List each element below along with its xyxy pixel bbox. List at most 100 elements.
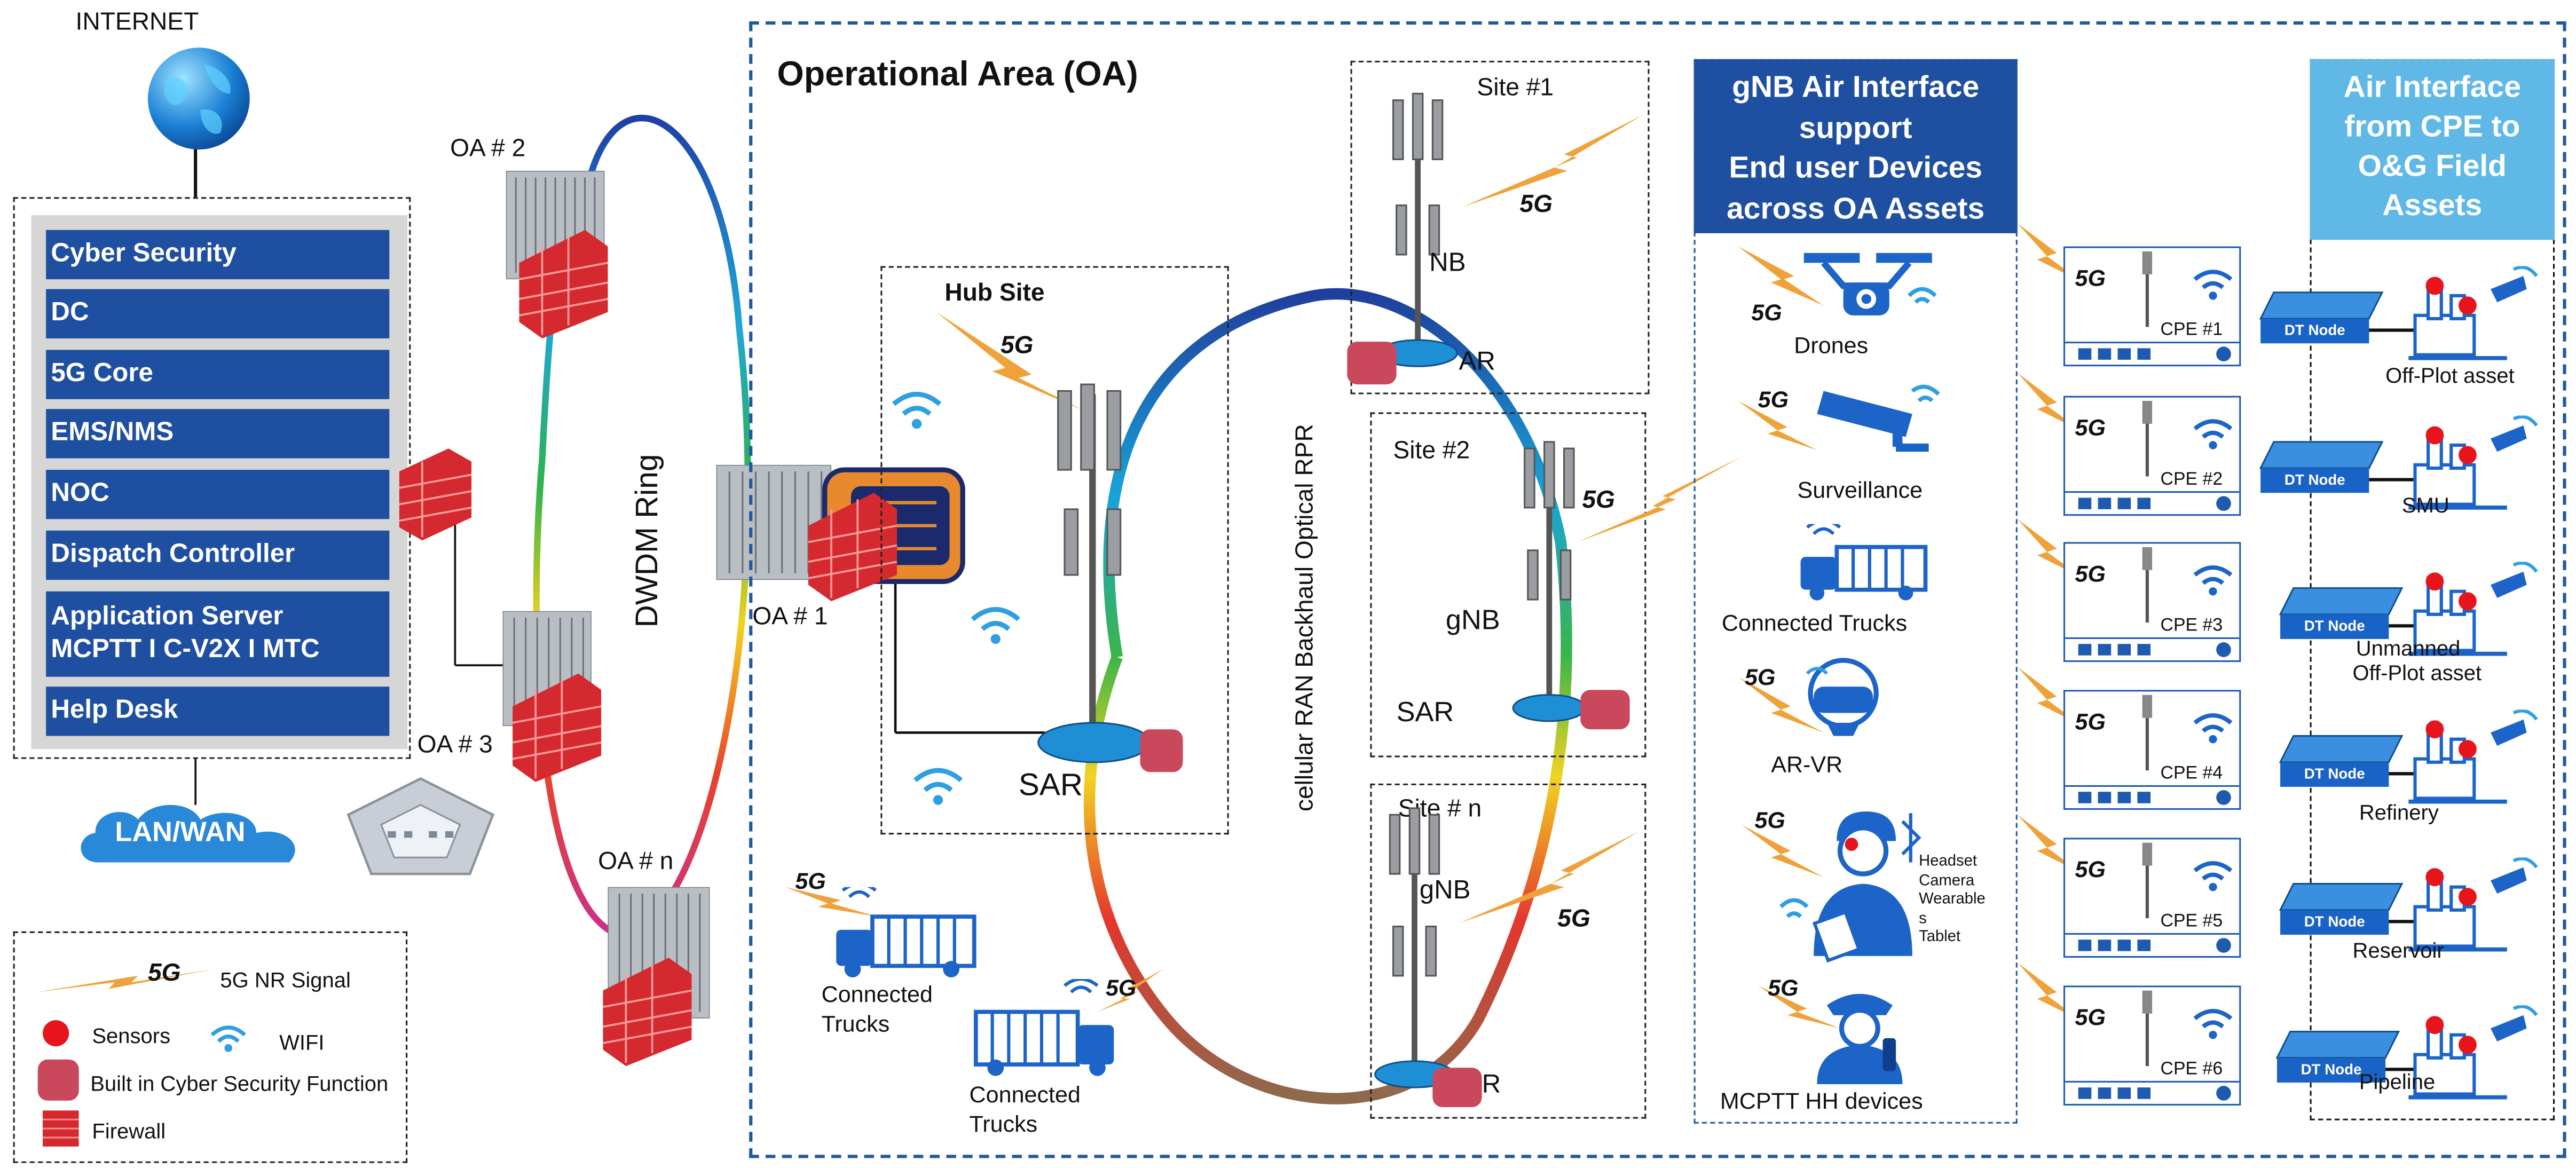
- mcptt-5g-label: 5G: [1768, 974, 1799, 1001]
- gnb-header-line4: across OA Assets: [1727, 190, 1985, 225]
- cpe-5g-label: 5G: [2075, 1004, 2106, 1030]
- cpe-divider: [2065, 637, 2240, 640]
- gnb-header-line3: End user Devices: [1729, 149, 1983, 184]
- cpe-divider: [2065, 1080, 2240, 1084]
- menu-application-server[interactable]: Application Server MCPTT I C-V2X I MTC: [46, 591, 390, 677]
- lanwan-label: LAN/WAN: [115, 816, 246, 848]
- menu-dc[interactable]: DC: [46, 289, 390, 338]
- site2-5g-label: 5G: [1582, 486, 1615, 515]
- asset-label-reservoir: Reservoir: [2352, 938, 2444, 963]
- site1-sar-label: AR: [1459, 348, 1495, 376]
- cyber-function-icon: [1347, 342, 1397, 385]
- cpe-label: CPE #4: [2160, 763, 2223, 784]
- wifi-icon: [892, 392, 942, 429]
- cpe-port: [2098, 940, 2112, 951]
- hub-sar-label: SAR: [1018, 769, 1083, 803]
- operational-area-box: [749, 21, 2566, 1158]
- legend-cyber-label: Built in Cyber Security Function: [90, 1071, 389, 1096]
- 5g-signal-icon: [1741, 824, 1824, 878]
- vr-headset-icon: [1806, 658, 1879, 736]
- dt-node-label: DT Node: [2280, 614, 2389, 640]
- asset-label-offplot: Off-Plot asset: [2385, 363, 2515, 388]
- siten-gnb-label: gNB: [1419, 877, 1471, 905]
- cpe-port: [2078, 644, 2092, 656]
- firewall-icon: [399, 448, 472, 541]
- truck-icon: [836, 887, 976, 977]
- legend-firewall-label: Firewall: [92, 1118, 166, 1143]
- dt-node-label: DT Node: [2260, 318, 2369, 344]
- mcptt-label: MCPTT HH devices: [1720, 1087, 1923, 1114]
- cpe-header-line1: Air Interface: [2343, 69, 2521, 104]
- antenna-icon: [2142, 400, 2153, 477]
- cpe-port: [2078, 940, 2092, 951]
- sensor-icon: [2425, 868, 2444, 887]
- truck2-label-line2: Trucks: [969, 1110, 1038, 1137]
- site1-gnb-label: NB: [1429, 249, 1466, 278]
- sensor-icon: [2459, 888, 2477, 906]
- gnb-header-line1: gNB Air Interface: [1732, 69, 1980, 104]
- antenna-icon: [2142, 990, 2153, 1067]
- asset-label-smu: SMU: [2401, 493, 2449, 518]
- wifi-icon: [2193, 565, 2233, 596]
- link-line: [2385, 1068, 2415, 1070]
- camera-icon: [2491, 1015, 2527, 1041]
- drone-icon: [1803, 252, 1937, 315]
- menu-dispatch-controller[interactable]: Dispatch Controller: [46, 530, 390, 580]
- backhaul-label: cellular RAN Backhaul Optical RPR: [1291, 424, 1319, 812]
- 5g-signal-icon: [1462, 115, 1643, 207]
- hub-5g-label: 5G: [1001, 332, 1034, 360]
- dt-node-label: DT Node: [2276, 1057, 2386, 1083]
- legend-signal-label: 5G NR Signal: [220, 967, 351, 992]
- cpe-port: [2078, 1087, 2092, 1099]
- oa1-label: OA # 1: [752, 603, 828, 631]
- tower-icon: [1374, 807, 1455, 1088]
- cpe-divider: [2065, 933, 2240, 936]
- drones-5g-label: 5G: [1751, 299, 1782, 326]
- menu-noc[interactable]: NOC: [46, 470, 390, 519]
- plant-icon: [2408, 709, 2538, 804]
- wearable-wearables: Wearable: [1919, 890, 1986, 909]
- sensor-icon: [2459, 740, 2477, 759]
- truck1-label-line2: Trucks: [821, 1010, 890, 1037]
- link-line: [2389, 624, 2415, 627]
- cpe-port: [2137, 348, 2151, 360]
- firewall-icon: [808, 493, 897, 602]
- camera-icon: [2491, 425, 2527, 452]
- building-icon: [346, 777, 495, 875]
- legend-firewall-icon: [43, 1110, 79, 1147]
- gnb-header-line2: support: [1799, 109, 1912, 144]
- cpe-label: CPE #6: [2160, 1059, 2223, 1079]
- menu-ems-nms[interactable]: EMS/NMS: [46, 409, 390, 459]
- cpe-divider: [2065, 342, 2240, 344]
- menu-cyber-security[interactable]: Cyber Security: [46, 230, 390, 280]
- cyber-function-icon: [1432, 1068, 1482, 1108]
- cpe-device-6[interactable]: 5G CPE #6: [2063, 985, 2241, 1106]
- firewall-icon: [519, 230, 608, 338]
- drones-label: Drones: [1794, 332, 1869, 358]
- tower-icon: [1377, 92, 1459, 367]
- arvr-5g-label: 5G: [1744, 664, 1776, 690]
- menu-5g-core[interactable]: 5G Core: [46, 350, 390, 399]
- cpe-port: [2137, 644, 2151, 656]
- oan-label: OA # n: [598, 847, 674, 876]
- 5g-signal-icon: [785, 887, 878, 917]
- app-server-line2: MCPTT I C-V2X I MTC: [51, 635, 320, 664]
- link-line: [2369, 478, 2415, 481]
- cpe-5g-label: 5G: [2075, 560, 2106, 587]
- menu-help-desk[interactable]: Help Desk: [46, 686, 390, 736]
- gnb-panel-header: gNB Air Interface support End user Devic…: [1693, 59, 2018, 233]
- cpe-port: [2117, 940, 2131, 951]
- cpe-divider: [2065, 491, 2240, 494]
- camera-icon: [2491, 719, 2527, 746]
- 5g-signal-icon: [1738, 246, 1824, 306]
- wearable-tablet: Tablet: [1919, 928, 1961, 946]
- asset-label-refinery: Refinery: [2359, 800, 2439, 825]
- truck2-label-line1: Connected: [969, 1080, 1081, 1108]
- dt-node-label: DT Node: [2280, 910, 2389, 935]
- legend-5g-text: 5G: [147, 959, 181, 988]
